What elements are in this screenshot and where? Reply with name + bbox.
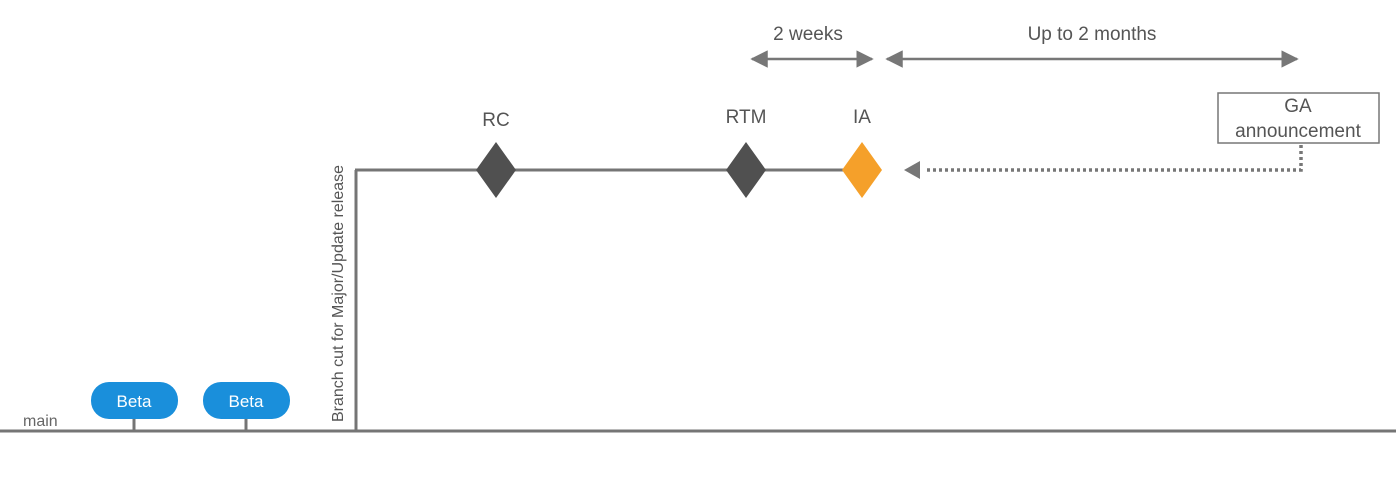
beta-1-label: Beta (117, 392, 153, 411)
ia-label: IA (853, 107, 871, 128)
beta-1-pill (91, 382, 178, 419)
main-branch-label: main (23, 413, 58, 430)
beta-2-pill (203, 382, 290, 419)
ga-to-ia-dotted-connector (924, 145, 1303, 172)
two-months-label: Up to 2 months (1028, 24, 1157, 45)
branch-cut-label: Branch cut for Major/Update release (330, 165, 347, 422)
beta-2-label: Beta (229, 392, 265, 411)
two-weeks-label: 2 weeks (773, 24, 843, 45)
ia-diamond (842, 142, 882, 198)
rc-diamond (476, 142, 516, 198)
ga-to-ia-arrowhead (904, 161, 920, 179)
rc-label: RC (482, 110, 509, 131)
ga-announcement-box (1217, 92, 1380, 144)
rtm-label: RTM (726, 107, 767, 128)
rtm-diamond (726, 142, 766, 198)
ga-label-line1: GA (1284, 96, 1312, 117)
ga-label-line2: announcement (1235, 121, 1361, 142)
